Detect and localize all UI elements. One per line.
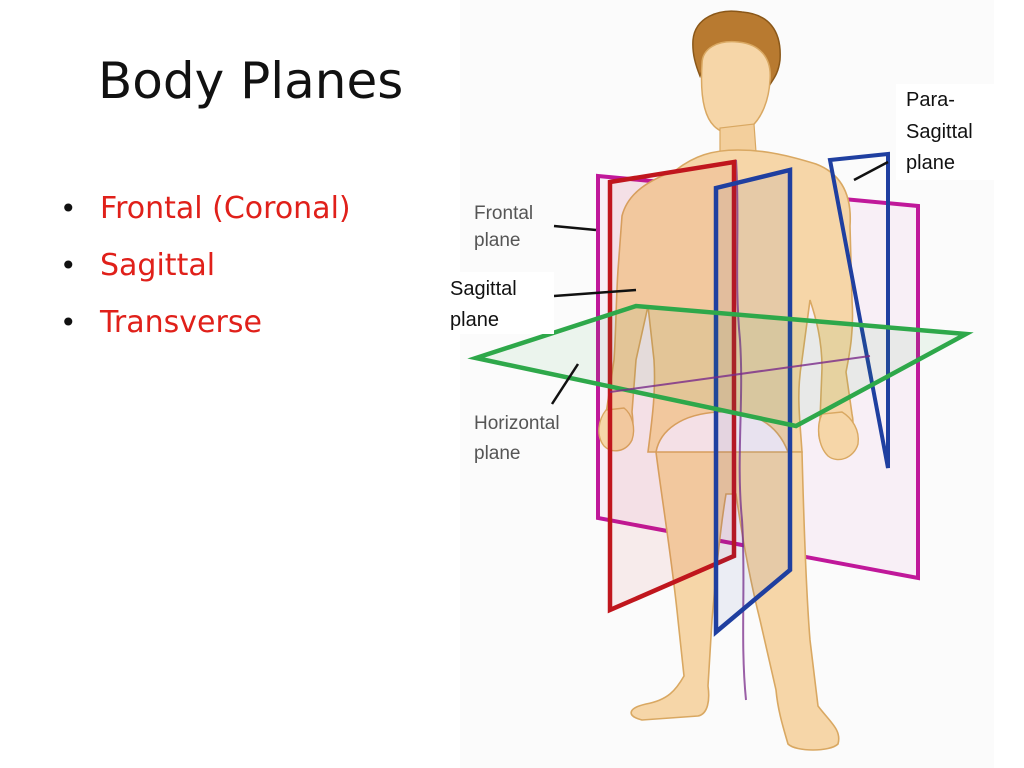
frontal-leader-line — [553, 224, 597, 232]
horizontal-plane — [467, 303, 974, 429]
bullet-item: • Sagittal — [60, 247, 351, 285]
right-hand — [817, 411, 859, 461]
parasagittal-label-box — [896, 84, 994, 180]
sagittal-leader-line — [553, 288, 637, 298]
left-hand — [598, 407, 635, 452]
sagittal-plane — [713, 167, 793, 637]
slide-title: Body Planes — [98, 52, 404, 110]
bullet-list: • Frontal (Coronal) • Sagittal • Transve… — [60, 190, 351, 361]
body-planes-figure: Para- Sagittal plane Frontal plane Sagit… — [450, 0, 994, 768]
horizontal-label-line1: Horizontal — [474, 413, 560, 434]
frontal-label-line2: plane — [474, 230, 521, 251]
horizontal-leader-line — [550, 363, 580, 405]
parasagittal-label-line3: plane — [906, 152, 955, 174]
bullet-marker: • — [60, 192, 77, 225]
bullet-marker: • — [60, 306, 77, 339]
legs — [630, 451, 840, 751]
frontal-label-line1: Frontal — [474, 203, 533, 224]
bullet-item: • Frontal (Coronal) — [60, 190, 351, 228]
head — [700, 40, 771, 135]
sagittal-label-line1: Sagittal — [450, 278, 517, 300]
bullet-marker: • — [60, 249, 77, 282]
bullet-text: Transverse — [100, 305, 262, 340]
sagittal-label-line2: plane — [450, 309, 499, 331]
sagittal-label-box — [450, 272, 554, 334]
parasagittal-label-line1: Para- — [906, 89, 955, 111]
bullet-text: Frontal (Coronal) — [100, 191, 351, 226]
neck — [719, 123, 757, 153]
bullet-text: Sagittal — [100, 248, 216, 283]
parasagittal-leader-line — [853, 160, 889, 182]
frontal-plane — [607, 159, 737, 614]
bullet-item: • Transverse — [60, 304, 351, 342]
sagittal-plane-top-back — [827, 151, 890, 469]
horizontal-label-line2: plane — [474, 443, 521, 464]
body-planes-diagram: Para- Sagittal plane Frontal plane Sagit… — [450, 0, 994, 768]
parasagittal-label-line2: Sagittal — [906, 121, 973, 143]
horizontal-plane-intersection — [609, 355, 871, 393]
